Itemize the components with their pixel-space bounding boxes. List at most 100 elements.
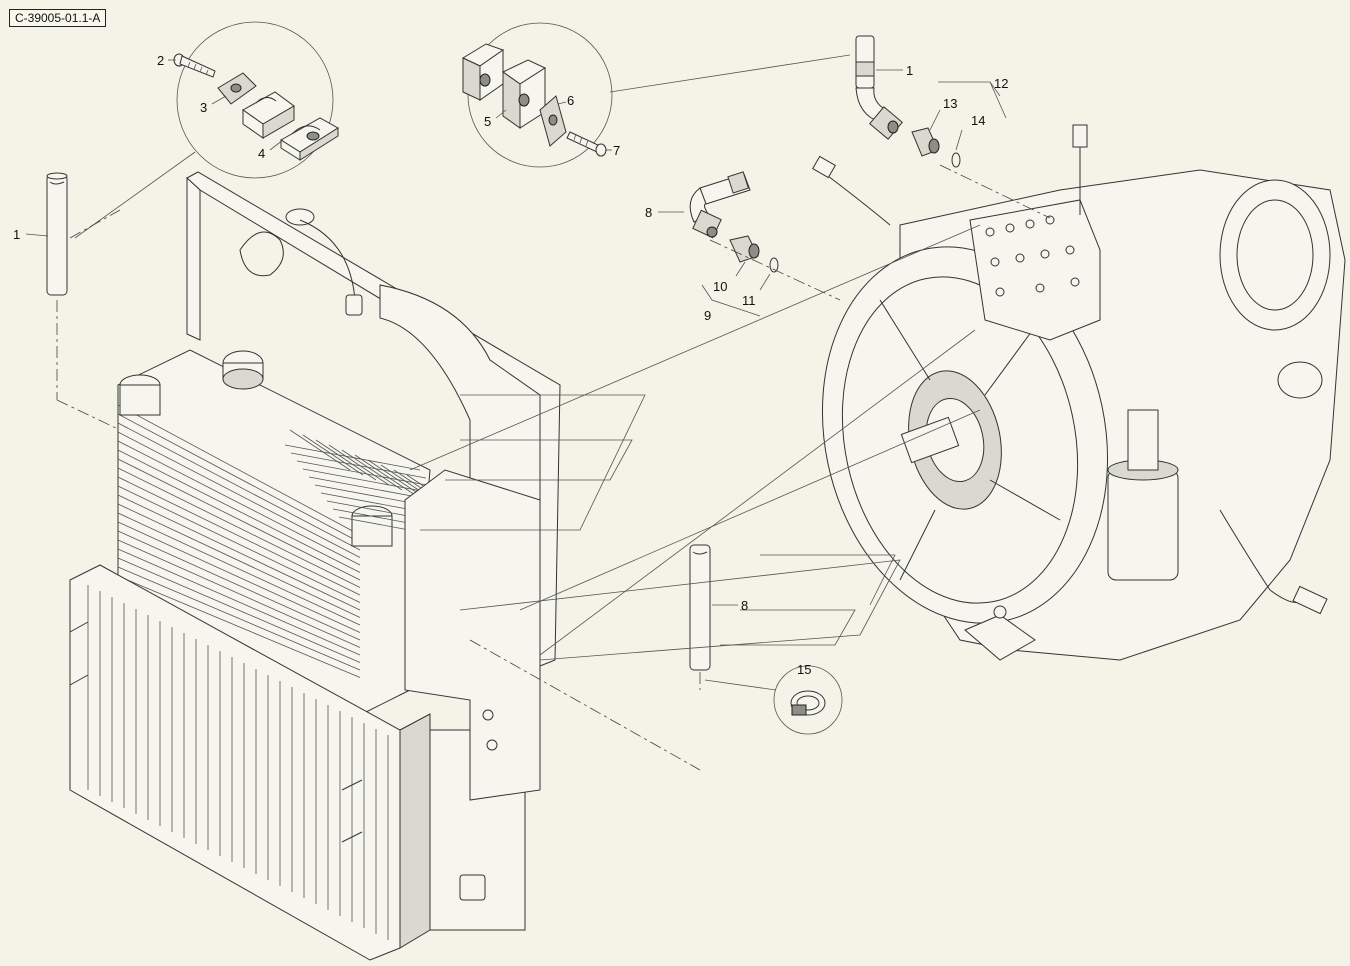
callout-label: 14 [971, 113, 985, 128]
hose-clamp-part-15 [704, 665, 843, 735]
radiator-frame-assembly [69, 171, 561, 961]
fin-line [302, 434, 364, 476]
fin-line [117, 422, 361, 551]
callout-label: 6 [567, 93, 574, 108]
fin-line [117, 548, 361, 656]
adapter-fitting-part-10 [729, 235, 760, 263]
detail-circle-left [74, 21, 334, 239]
transmission-assembly [812, 124, 1346, 661]
callout-13: 13 [929, 96, 957, 131]
fin-line [315, 439, 377, 481]
fin-line [284, 444, 421, 471]
bolt-head [1070, 277, 1080, 287]
callout-11: 11 [742, 273, 771, 308]
callout-5: 5 [484, 109, 507, 129]
oil-cooler-fins [117, 404, 361, 678]
fin-line [328, 444, 390, 486]
callout-10: 10 [713, 261, 746, 294]
bolt-head [995, 287, 1005, 297]
bolt-head [1065, 245, 1075, 255]
callout-label: 1 [906, 63, 913, 78]
hose-part-1-straight [46, 172, 121, 431]
fin-line [117, 575, 361, 678]
hose-part-8-elbow [689, 171, 751, 239]
fin-line [117, 458, 361, 581]
clamp-halves-part-4 [242, 91, 339, 161]
bolt-part-7 [566, 131, 607, 157]
callout-label: 8 [645, 205, 652, 220]
callout-label: 1 [13, 227, 20, 242]
fin-line [117, 404, 361, 536]
callout-3: 3 [200, 95, 227, 115]
fin-line [341, 449, 403, 491]
callout-2: 2 [157, 53, 176, 68]
bolt-head [1045, 215, 1055, 225]
fin-line [117, 503, 361, 618]
bolt-head [1035, 283, 1045, 293]
clamp-halves-part-5 [461, 43, 547, 129]
callout-label: 11 [742, 293, 756, 308]
fin-line [302, 468, 439, 495]
callout-label: 2 [157, 53, 164, 68]
callout-14: 14 [955, 113, 985, 151]
callout-label: 5 [484, 114, 491, 129]
callout-label: 15 [797, 662, 811, 677]
callout-label: 13 [943, 96, 957, 111]
fin-line [117, 413, 361, 543]
bolt-head [1005, 223, 1015, 233]
fin-line [117, 476, 361, 596]
hose-routing-outline [409, 224, 981, 661]
bracket-group-9 [701, 284, 761, 317]
callout-label: 9 [704, 308, 711, 323]
fin-line [117, 521, 361, 633]
fin-line [117, 467, 361, 588]
callout-1-top: 1 [876, 63, 913, 78]
callout-6: 6 [557, 93, 574, 108]
bracket-group-12 [938, 81, 1007, 119]
callout-label: 7 [613, 143, 620, 158]
callout-4: 4 [258, 139, 284, 161]
clamp-plate-part-3 [217, 72, 257, 105]
fin-line [117, 539, 361, 648]
bolt-head [1040, 249, 1050, 259]
bolt-head [990, 257, 1000, 267]
fin-line [296, 460, 433, 487]
fin-line [117, 431, 361, 558]
callout-1-left: 1 [13, 227, 49, 242]
callout-8-top: 8 [645, 205, 684, 220]
fin-line [117, 485, 361, 603]
callout-label: 4 [258, 146, 265, 161]
bolt-head [985, 227, 995, 237]
callout-15: 15 [797, 662, 811, 677]
hose-part-1-bent [855, 35, 903, 140]
o-ring-part-14 [951, 152, 961, 168]
callout-12: 12 [994, 76, 1008, 91]
fin-line [117, 494, 361, 611]
bolt-part-2 [173, 53, 216, 78]
callout-label: 3 [200, 100, 207, 115]
valve-block-bolts [985, 215, 1080, 297]
callout-label: 12 [994, 76, 1008, 91]
fin-line [290, 452, 427, 479]
assembly-guide-lines [69, 164, 1051, 771]
bolt-head [1015, 253, 1025, 263]
fin-line [289, 429, 351, 471]
clamp-plate-part-6 [539, 95, 567, 147]
hose-part-8-straight [689, 544, 711, 690]
callout-label: 8 [741, 598, 748, 613]
bolt-head [1025, 219, 1035, 229]
fin-line [117, 449, 361, 573]
callout-9: 9 [704, 308, 711, 323]
callout-8-bottom: 8 [712, 598, 748, 613]
detail-circle-right [467, 22, 851, 168]
condenser-fins [87, 585, 389, 940]
callout-7: 7 [605, 143, 620, 158]
fin-line [117, 440, 361, 566]
fin-line [117, 566, 361, 671]
callout-label: 10 [713, 279, 727, 294]
fin-line [117, 530, 361, 641]
fin-line [117, 557, 361, 663]
fin-line [354, 454, 416, 496]
